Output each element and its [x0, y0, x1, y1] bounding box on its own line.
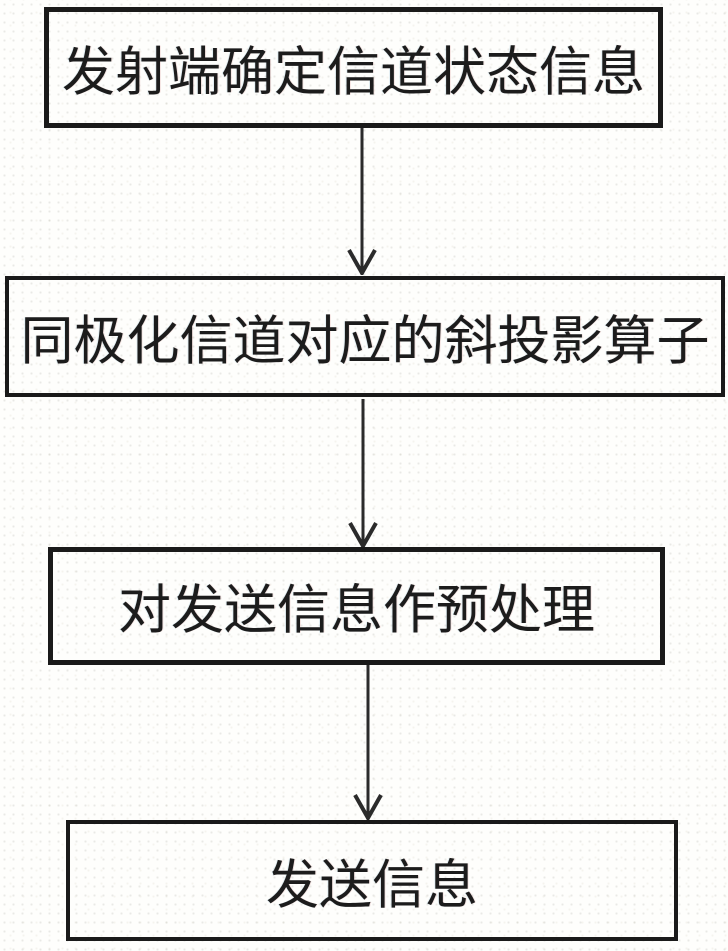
step-label-4: 发送信息: [266, 856, 478, 915]
step-box-1: 发射端确定信道状态信息: [44, 7, 663, 128]
step-label-3: 对发送信息作预处理: [118, 582, 595, 640]
step-label-2: 同极化信道对应的斜投影算子: [20, 312, 710, 371]
flow-arrow-3-down-icon: [353, 665, 383, 820]
step-box-4: 发送信息: [66, 820, 678, 941]
flow-arrow-1-down-icon: [347, 128, 377, 275]
step-label-1: 发射端确定信道状态信息: [62, 43, 645, 102]
step-box-3: 对发送信息作预处理: [48, 547, 665, 665]
flow-arrow-2-down-icon: [348, 399, 378, 548]
step-box-2: 同极化信道对应的斜投影算子: [5, 276, 725, 397]
